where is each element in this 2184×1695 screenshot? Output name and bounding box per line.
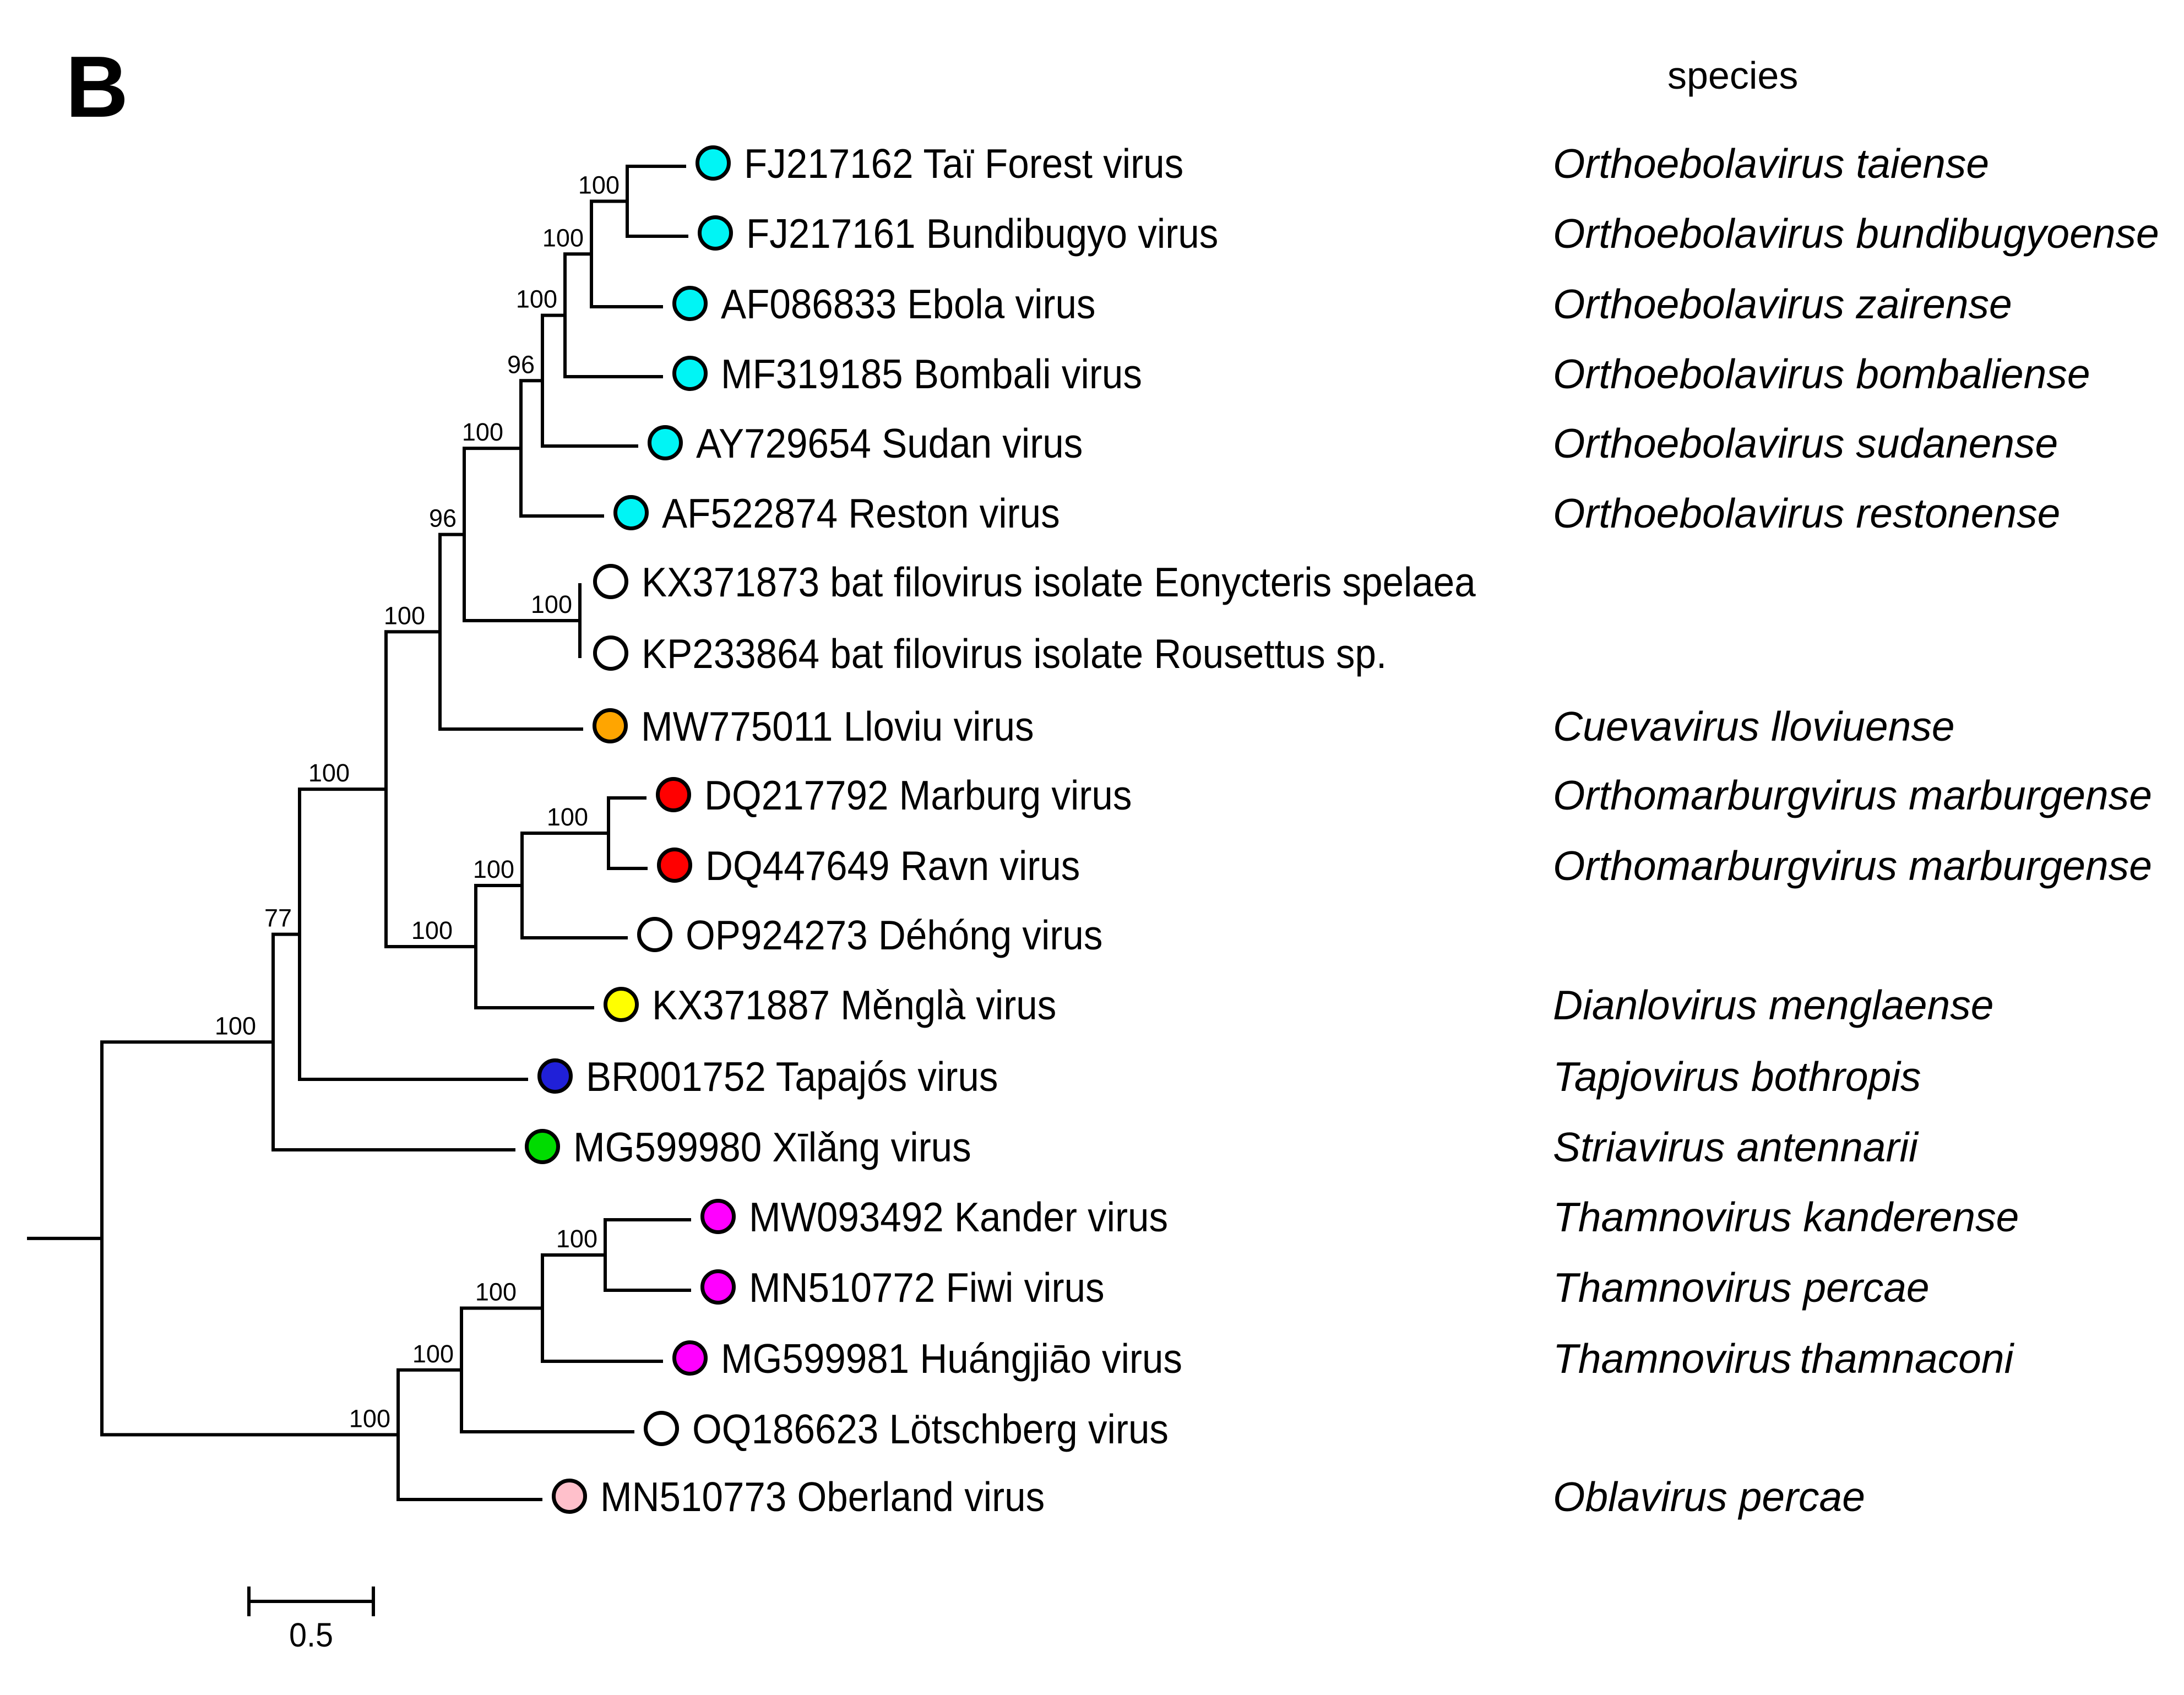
svg-text:Orthomarburgvirus marburgense: Orthomarburgvirus marburgense <box>1553 843 2152 889</box>
svg-text:Cuevavirus lloviuense: Cuevavirus lloviuense <box>1553 703 1955 749</box>
svg-text:Orthoebolavirus bombaliense: Orthoebolavirus bombaliense <box>1553 351 2090 397</box>
svg-text:Orthoebolavirus restonense: Orthoebolavirus restonense <box>1553 490 2060 536</box>
svg-text:Orthoebolavirus zairense: Orthoebolavirus zairense <box>1553 281 2012 327</box>
svg-text:100: 100 <box>475 1278 517 1306</box>
svg-text:96: 96 <box>429 504 457 533</box>
svg-text:100: 100 <box>556 1225 597 1253</box>
svg-text:Thamnovirus percae: Thamnovirus percae <box>1553 1264 1930 1311</box>
svg-text:AY729654 Sudan virus: AY729654 Sudan virus <box>696 420 1083 466</box>
svg-text:DQ217792 Marburg virus: DQ217792 Marburg virus <box>704 772 1132 818</box>
svg-text:OP924273 Déhóng virus: OP924273 Déhóng virus <box>686 912 1102 958</box>
svg-text:Dianlovirus menglaense: Dianlovirus menglaense <box>1553 982 1993 1028</box>
svg-text:100: 100 <box>578 171 620 199</box>
svg-text:100: 100 <box>462 418 503 446</box>
svg-text:MN510773 Oberland virus: MN510773 Oberland virus <box>600 1474 1045 1520</box>
svg-text:MG599980 Xīlǎng virus: MG599980 Xīlǎng virus <box>573 1124 971 1170</box>
svg-text:Oblavirus percae: Oblavirus percae <box>1553 1474 1865 1520</box>
svg-text:100: 100 <box>516 285 557 313</box>
svg-text:MW093492 Kander virus: MW093492 Kander virus <box>749 1194 1168 1240</box>
svg-text:Thamnovirus kanderense: Thamnovirus kanderense <box>1553 1194 2019 1240</box>
svg-text:Tapjovirus bothropis: Tapjovirus bothropis <box>1553 1053 1921 1100</box>
svg-text:Orthoebolavirus sudanense: Orthoebolavirus sudanense <box>1553 420 2058 466</box>
svg-text:Striavirus antennarii: Striavirus antennarii <box>1553 1124 1919 1170</box>
svg-text:100: 100 <box>547 803 588 831</box>
svg-text:OQ186623 Lötschberg virus: OQ186623 Lötschberg virus <box>692 1406 1169 1452</box>
svg-text:100: 100 <box>349 1404 390 1432</box>
svg-text:100: 100 <box>215 1012 256 1040</box>
svg-text:FJ217162 Taï Forest virus: FJ217162 Taï Forest virus <box>744 140 1183 187</box>
svg-text:100: 100 <box>411 916 453 944</box>
svg-text:B: B <box>66 39 128 135</box>
svg-text:Orthoebolavirus taiense: Orthoebolavirus taiense <box>1553 140 1989 187</box>
svg-text:MW775011 Lloviu virus: MW775011 Lloviu virus <box>641 703 1034 749</box>
svg-text:100: 100 <box>412 1340 454 1368</box>
svg-text:MG599981 Huángjiāo virus: MG599981 Huángjiāo virus <box>721 1335 1182 1382</box>
svg-text:AF086833 Ebola virus: AF086833 Ebola virus <box>721 281 1096 327</box>
svg-text:Orthomarburgvirus marburgense: Orthomarburgvirus marburgense <box>1553 772 2152 818</box>
svg-text:FJ217161 Bundibugyo virus: FJ217161 Bundibugyo virus <box>746 210 1218 257</box>
svg-text:0.5: 0.5 <box>289 1616 333 1654</box>
svg-text:100: 100 <box>384 601 425 629</box>
svg-text:KX371887 Měnglà virus: KX371887 Měnglà virus <box>652 982 1056 1028</box>
svg-text:Thamnovirus thamnaconi: Thamnovirus thamnaconi <box>1553 1335 2015 1382</box>
svg-text:100: 100 <box>473 855 514 883</box>
svg-text:species: species <box>1667 54 1798 97</box>
svg-text:96: 96 <box>507 350 535 378</box>
svg-text:MF319185 Bombali virus: MF319185 Bombali virus <box>721 351 1142 397</box>
svg-text:BR001752 Tapajós virus: BR001752 Tapajós virus <box>586 1053 998 1100</box>
svg-text:100: 100 <box>308 759 350 787</box>
svg-text:100: 100 <box>542 224 584 252</box>
svg-text:DQ447649 Ravn virus: DQ447649 Ravn virus <box>705 843 1080 889</box>
svg-text:Orthoebolavirus bundibugyoense: Orthoebolavirus bundibugyoense <box>1553 210 2159 257</box>
svg-text:KP233864 bat filovirus isolate: KP233864 bat filovirus isolate Rousettus… <box>642 631 1387 677</box>
svg-text:77: 77 <box>264 904 292 932</box>
svg-text:MN510772 Fiwi virus: MN510772 Fiwi virus <box>749 1264 1105 1311</box>
svg-text:AF522874 Reston virus: AF522874 Reston virus <box>662 490 1060 536</box>
svg-text:100: 100 <box>531 590 572 618</box>
svg-text:KX371873 bat filovirus isolate: KX371873 bat filovirus isolate Eonycteri… <box>642 559 1476 605</box>
